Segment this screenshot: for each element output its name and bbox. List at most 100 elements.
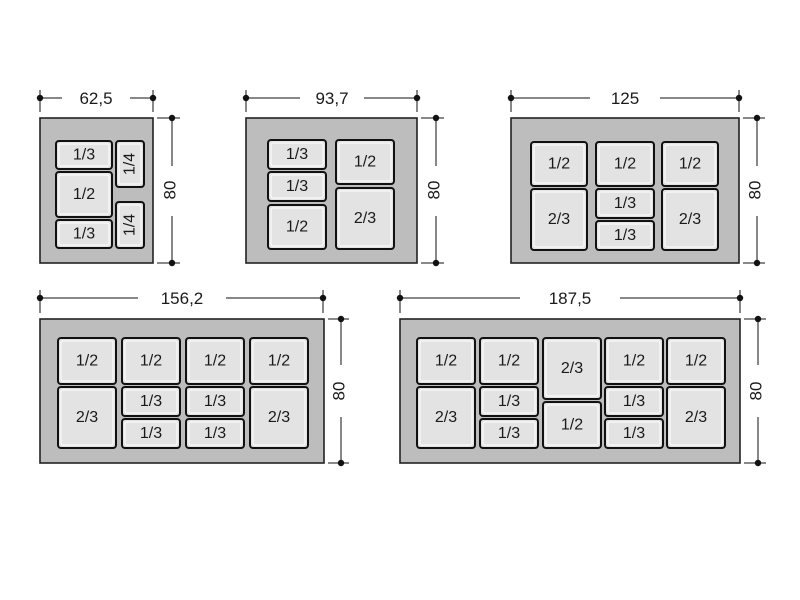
pan-rim [479,418,539,449]
pan-label: 1/3 [623,393,645,410]
dimension-dot [753,114,761,122]
pan-label: 2/3 [561,360,583,377]
pan-label: 2/3 [268,409,290,426]
width-label: 187,5 [549,289,592,308]
pan-rim [185,418,245,449]
pan-inner-edge [270,207,324,247]
dimension-dot [36,294,44,302]
pan-1-3: 1/3 [604,418,664,449]
pan-rim [530,188,588,251]
pan-1-3: 1/3 [595,188,655,219]
pan-1-3: 1/3 [121,418,181,449]
pan-2-3: 2/3 [530,188,588,251]
pan-inner-edge [533,144,585,184]
pan-rim [604,386,664,417]
pan-inner-edge [669,389,723,446]
pan-rim [479,386,539,417]
dimension-dot [432,259,440,267]
width-label: 62,5 [79,89,112,108]
pan-rim [121,418,181,449]
pan-label: 2/3 [76,409,98,426]
pan-label: 1/3 [286,146,308,163]
pan-label: 1/2 [561,417,583,434]
pan-label: 1/2 [354,154,376,171]
pan-rim [542,337,602,400]
pan-inner-edge [60,340,114,382]
pan-1-2: 1/2 [479,337,539,385]
pan-2-3: 2/3 [661,188,719,251]
dimension-dot [337,315,345,323]
pan-label: 2/3 [354,210,376,227]
height-dimension: 80 [157,114,180,267]
pan-1-2: 1/2 [267,204,327,250]
dimension-dot [754,459,762,467]
pan-inner-edge [598,191,652,216]
pan-rim [115,140,145,188]
pan-inner-edge [188,340,242,382]
pan-rim [185,337,245,385]
pan-2-3: 2/3 [249,386,309,449]
pan-inner-edge [118,143,142,185]
pan-label: 1/3 [140,425,162,442]
pan-2-3: 2/3 [416,386,476,449]
pan-label: 1/2 [73,186,95,203]
height-dimension: 80 [744,315,766,467]
pan-label: 1/3 [498,393,520,410]
pan-label: 1/3 [614,227,636,244]
pan-rim [416,386,476,449]
pan-1-2: 1/2 [666,337,726,385]
pan-1-3: 1/3 [267,139,327,170]
pan-label: 1/2 [204,353,226,370]
pan-label: 1/3 [286,178,308,195]
pan-inner-edge [664,144,716,184]
pan-rim [57,386,117,449]
pan-2-3: 2/3 [666,386,726,449]
pan-label: 1/4 [122,214,139,236]
dimension-dot [396,294,404,302]
pan-1-2: 1/2 [249,337,309,385]
height-label: 80 [746,181,765,200]
pan-inner-edge [124,340,178,382]
pan-inner-edge [58,143,110,167]
pan-rim [57,337,117,385]
pan-inner-edge [607,389,661,414]
height-dimension: 80 [421,114,444,267]
pan-label: 2/3 [685,409,707,426]
gn-unit-187-5: 187,5801/22/31/21/31/32/31/21/21/31/31/2… [396,289,766,467]
pan-rim [595,141,655,187]
pan-rim [335,139,395,185]
height-dimension: 80 [328,315,349,467]
pan-rim [416,337,476,385]
pan-1-4: 1/4 [115,140,145,188]
pan-rim [666,337,726,385]
pan-1-2: 1/2 [185,337,245,385]
width-dimension: 156,2 [36,289,327,313]
dimension-dot [168,114,176,122]
dimension-dot [507,94,515,102]
pan-1-2: 1/2 [661,141,719,187]
pan-1-2: 1/2 [121,337,181,385]
pan-label: 1/3 [498,425,520,442]
pan-inner-edge [188,421,242,446]
pan-label: 1/2 [614,156,636,173]
pan-inner-edge [545,340,599,397]
height-label: 80 [161,181,180,200]
dimension-dot [242,94,250,102]
pan-1-3: 1/3 [604,386,664,417]
pan-1-2: 1/2 [530,141,588,187]
dimension-dot [735,94,743,102]
pan-inner-edge [669,340,723,382]
pan-rim [604,418,664,449]
pan-label: 1/2 [685,353,707,370]
pan-rim [335,187,395,250]
pan-rim [595,220,655,251]
pan-inner-edge [118,204,142,246]
pan-label: 1/3 [73,226,95,243]
pan-rim [661,188,719,251]
pan-1-2: 1/2 [595,141,655,187]
pan-inner-edge [58,222,110,246]
pan-rim [55,171,113,218]
